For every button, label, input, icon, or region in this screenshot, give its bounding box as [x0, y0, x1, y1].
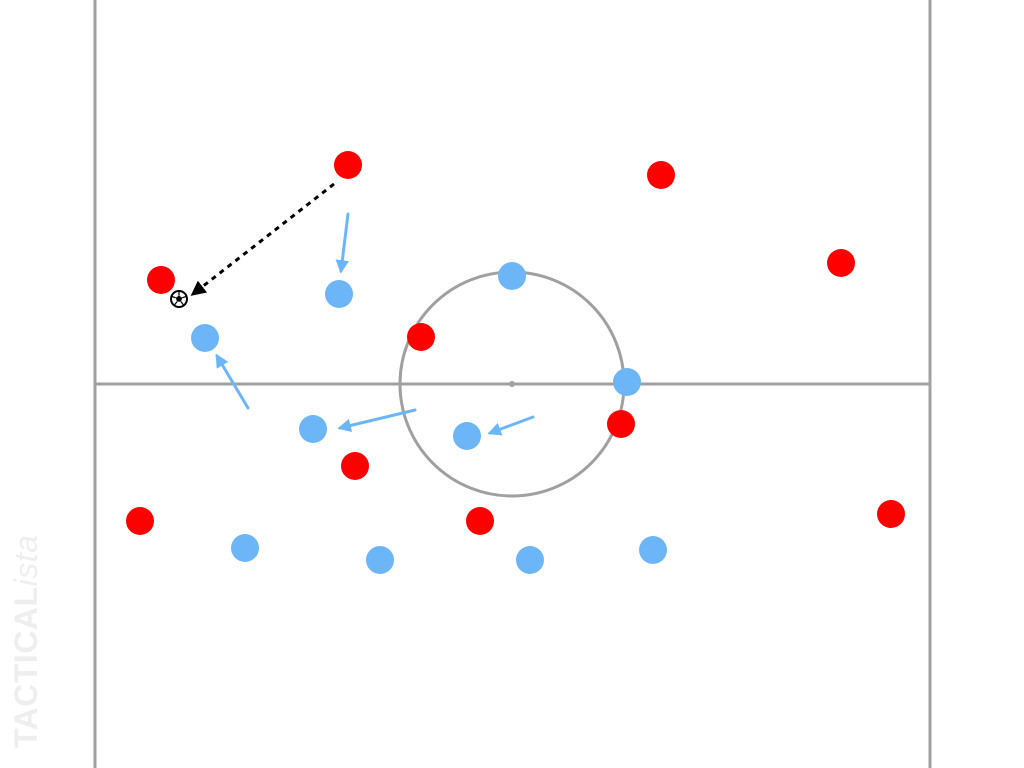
movement-arrow [335, 212, 350, 274]
red-player [877, 500, 905, 528]
blue-player [299, 415, 327, 443]
red-player [607, 410, 635, 438]
blue-player [191, 324, 219, 352]
red-player [147, 266, 175, 294]
movement-arrow [487, 415, 535, 436]
blue-player [325, 280, 353, 308]
pass-arrow [190, 182, 335, 296]
watermark-logo: TACTICALista [8, 535, 45, 748]
watermark-part-1: TACTICAL [8, 586, 44, 748]
movement-arrow [337, 408, 417, 433]
soccer-ball-icon [170, 290, 188, 308]
blue-player [516, 546, 544, 574]
red-player [341, 452, 369, 480]
blue-team [191, 262, 667, 574]
red-player [334, 151, 362, 179]
centre-spot [509, 381, 515, 387]
blue-player [453, 422, 481, 450]
watermark-part-2: ista [8, 534, 44, 587]
blue-player [366, 546, 394, 574]
red-player [647, 161, 675, 189]
red-player [466, 507, 494, 535]
movement-arrow [215, 353, 250, 410]
blue-player [613, 368, 641, 396]
blue-player [639, 536, 667, 564]
red-player [407, 323, 435, 351]
red-player [827, 249, 855, 277]
movement-arrows [215, 212, 535, 436]
red-player [126, 507, 154, 535]
blue-player [231, 534, 259, 562]
blue-player [498, 262, 526, 290]
red-team [126, 151, 905, 535]
